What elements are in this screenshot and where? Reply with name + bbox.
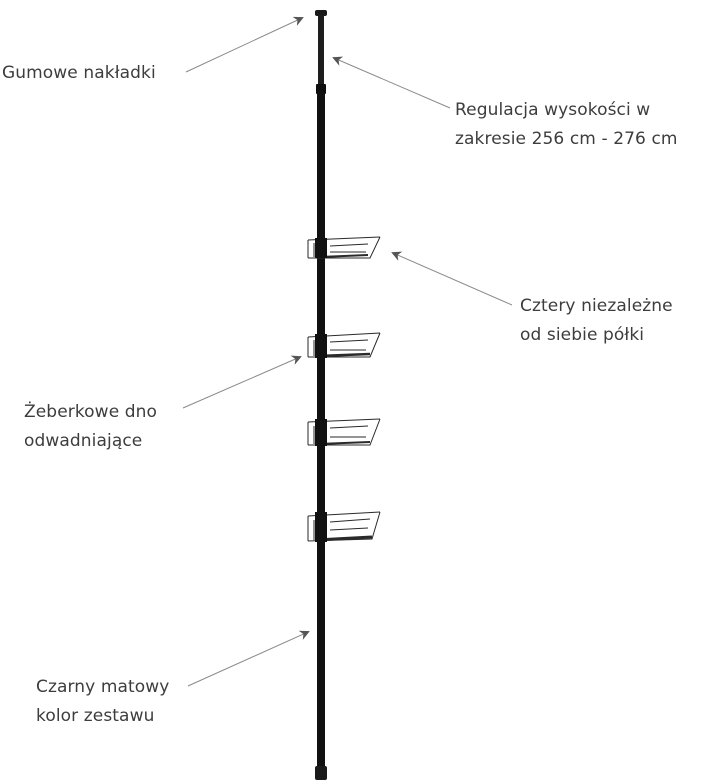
callout-drain-bottom: Żeberkowe dno odwadniające [24,398,157,456]
callout-finish-line1: Czarny matowy [36,677,170,697]
adjustment-collar [316,84,326,94]
callout-shelves-line1: Cztery niezależne [520,296,673,316]
top-rubber-cap [315,10,327,16]
shelf-1 [307,236,381,259]
bottom-rubber-cap [315,766,327,780]
callout-drain-bottom-line1: Żeberkowe dno [24,402,158,422]
callout-rubber-caps: Gumowe nakładki [2,59,156,88]
callout-arrows [182,16,513,687]
arrow-shelves [391,251,513,306]
upper-telescopic-section [318,15,324,87]
shelf-3 [307,418,381,446]
arrow-rubber-caps [185,16,304,73]
callout-shelves-line2: od siebie półki [520,325,645,345]
shelf-2 [307,332,381,358]
tension-pole [315,10,327,780]
callout-rubber-caps-text: Gumowe nakładki [2,63,156,83]
callout-height-adjustment: Regulacja wysokości w zakresie 256 cm - … [455,96,678,154]
callout-drain-bottom-line2: odwadniające [24,431,143,451]
callout-finish: Czarny matowy kolor zestawu [36,673,169,731]
callout-shelves: Cztery niezależne od siebie półki [520,292,673,350]
callout-height-adjustment-line2: zakresie 256 cm - 276 cm [455,129,678,149]
shelf-4 [307,511,381,542]
arrow-finish [187,630,310,687]
callout-height-adjustment-line1: Regulacja wysokości w [455,100,651,120]
arrow-height-adjustment [332,56,451,109]
arrow-drain-bottom [182,355,302,409]
callout-finish-line2: kolor zestawu [36,706,155,726]
